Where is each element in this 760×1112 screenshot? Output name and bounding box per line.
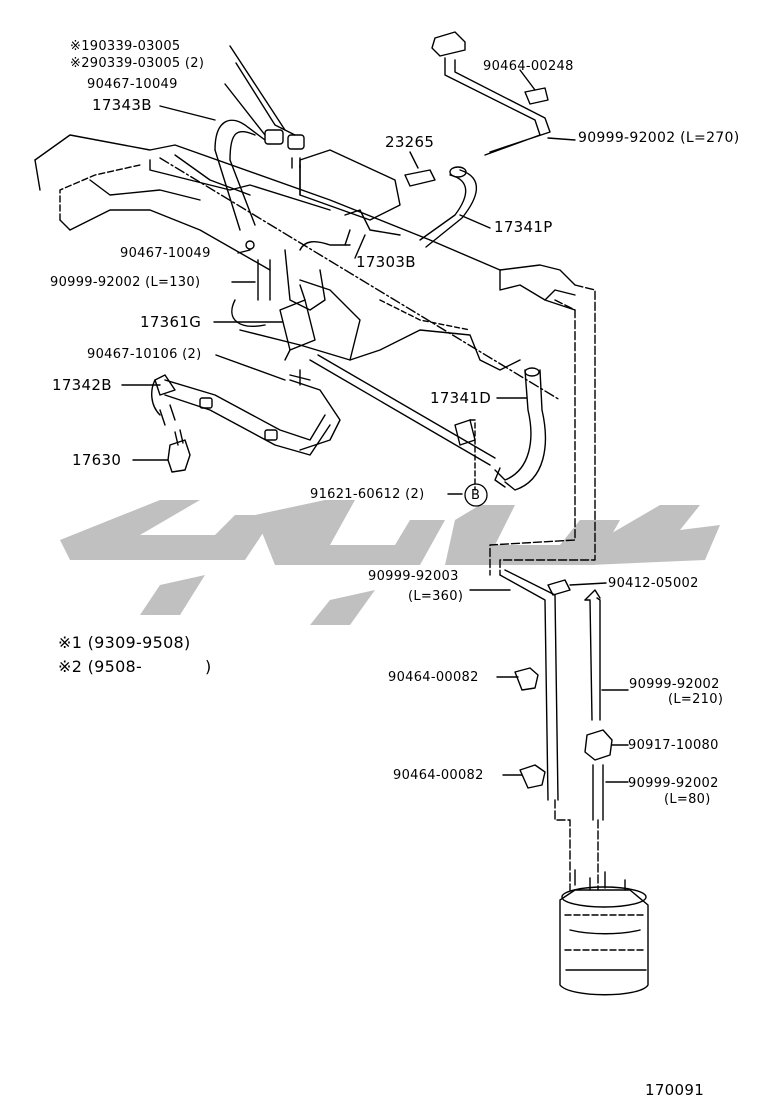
label-17303b: 17303B [356,253,416,271]
label-90999-92002-l80: 90999-92002 [628,776,719,791]
label-17361g: 17361G [140,313,202,331]
charcoal-canister [559,889,649,996]
label-17341p: 17341P [494,218,553,236]
engine-outline [34,134,576,286]
label-90917-10080: 90917-10080 [628,738,719,753]
label-91621-60612: 91621-60612 (2) [310,487,425,502]
label-90467-10106: 90467-10106 (2) [87,347,202,362]
label-17343b: 17343B [92,96,152,114]
figure-number: 170091 [645,1081,705,1099]
label-23265: 23265 [385,133,435,151]
label-l80: (L=80) [664,792,711,807]
reference-circle-b-letter: B [471,488,481,503]
label-17342b: 17342B [52,376,112,394]
label-90999-92002-l270: 90999-92002 (L=270) [578,130,740,146]
label-90464-00082-upper: 90464-00082 [388,670,479,685]
watermark-logo [60,500,720,625]
note-2: ※2 (9508- [58,657,143,676]
label-l360: (L=360) [408,589,464,604]
label-90339-03005-2: ※290339-03005 (2) [70,56,205,71]
label-90467-10049-top: 90467-10049 [87,77,178,92]
note-2-close: ) [205,657,212,676]
label-90999-92003: 90999-92003 [368,569,459,584]
label-l210: (L=210) [668,692,724,707]
note-1: ※1 (9309-9508) [58,633,191,652]
label-90464-00248: 90464-00248 [483,59,574,74]
label-17341d: 17341D [430,389,492,407]
label-17630: 17630 [72,451,122,469]
label-90999-92002-l130: 90999-92002 (L=130) [50,275,201,290]
label-90467-10049-mid: 90467-10049 [120,246,211,261]
label-90999-92002-l210: 90999-92002 [629,677,720,692]
reference-circle-b [464,483,488,507]
label-90412-05002: 90412-05002 [608,576,699,591]
label-90339-03005-1: ※190339-03005 [70,39,181,54]
label-90464-00082-lower: 90464-00082 [393,768,484,783]
